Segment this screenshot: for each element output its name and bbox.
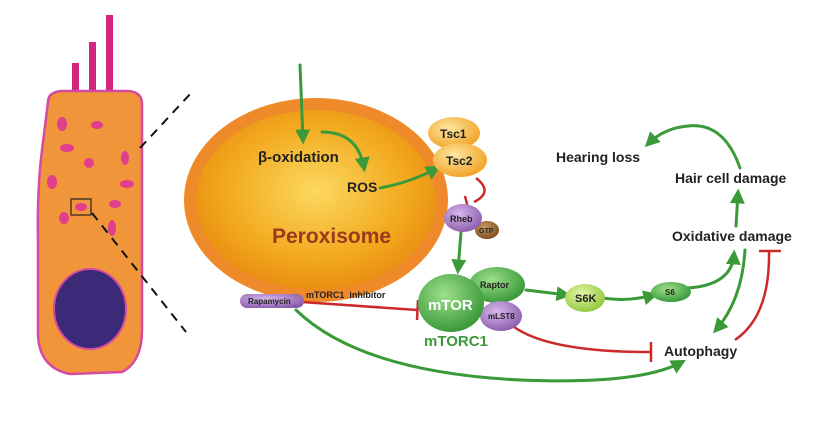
mtorc1-inhibitor-label: mTORC1 inhibitor xyxy=(306,290,386,300)
organelle xyxy=(59,212,69,224)
peroxisome xyxy=(184,98,448,302)
arrow-hair-cell-damage-to-hearing-loss xyxy=(644,124,742,170)
tsc1-label: Tsc1 xyxy=(440,127,467,141)
tsc2-node xyxy=(433,143,487,177)
autophagy-label: Autophagy xyxy=(664,343,737,359)
inhibition-lines xyxy=(301,177,781,362)
organelle xyxy=(47,175,57,189)
s6k-node xyxy=(565,284,605,312)
gtp-node xyxy=(475,221,499,239)
ros-label: ROS xyxy=(347,179,377,195)
peroxisome-label: Peroxisome xyxy=(272,225,391,248)
beta-oxidation-label: β-oxidation xyxy=(258,149,339,166)
rheb-node xyxy=(444,204,482,232)
arrow-beta-oxidation-to-ros xyxy=(320,130,370,173)
zoomed-peroxisome xyxy=(75,203,87,211)
raptor-label: Raptor xyxy=(480,280,509,290)
mlst8-node xyxy=(480,301,522,331)
nucleus-icon xyxy=(53,268,127,350)
organelle xyxy=(57,117,67,131)
s6-node xyxy=(651,282,691,302)
arrow-into-beta-oxidation xyxy=(295,63,311,145)
autophagy-inhibits-oxidative-damage xyxy=(734,251,771,342)
organelle xyxy=(109,200,121,208)
stereocilium xyxy=(72,63,79,98)
organelle xyxy=(91,121,103,129)
tsc2-inhibits-rheb xyxy=(473,177,486,204)
organelle xyxy=(120,180,134,188)
rapamycin-label: Rapamycin xyxy=(248,297,291,306)
rheb-label: Rheb xyxy=(450,214,473,224)
hearing-loss-label: Hearing loss xyxy=(556,149,640,165)
tsc2-label: Tsc2 xyxy=(446,154,473,168)
mtor-label: mTOR xyxy=(428,297,473,314)
arrow-rapamycin-to-autophagy xyxy=(294,308,686,383)
arrow-oxidative-to-hair-cell-damage xyxy=(729,188,745,228)
s6k-label: S6K xyxy=(575,293,596,305)
arrow-ros-to-tsc2 xyxy=(378,165,441,190)
mlst8-label: mLST8 xyxy=(488,312,515,321)
oxidative-damage-label: Oxidative damage xyxy=(672,228,792,244)
labels: β-oxidation ROS Peroxisome Tsc1 Tsc2 Rhe… xyxy=(248,127,792,359)
hair-cell-icon xyxy=(36,15,144,376)
activation-arrows xyxy=(294,63,747,383)
s6-label: S6 xyxy=(665,288,675,297)
arrow-rheb-to-mtor xyxy=(451,230,467,275)
organelle xyxy=(84,158,94,168)
stereocilium xyxy=(106,15,113,98)
arrow-oxidative-damage-to-autophagy xyxy=(713,248,747,334)
rapamycin-node xyxy=(240,294,304,308)
mtorc1-label: mTORC1 xyxy=(424,333,488,350)
organelle xyxy=(108,220,116,236)
arrow-s6k-to-s6 xyxy=(601,290,659,305)
raptor-node xyxy=(469,267,525,303)
arrow-raptor-to-s6k xyxy=(524,286,572,302)
gtp-label: GTP xyxy=(479,228,494,235)
organelle xyxy=(60,144,74,152)
organelle xyxy=(121,151,129,165)
mtorc1-inhibits-autophagy xyxy=(507,321,651,354)
rapamycin-inhibits-mtor xyxy=(301,300,418,312)
hair-cell-damage-label: Hair cell damage xyxy=(675,170,786,186)
zoom-box xyxy=(70,198,92,216)
arrow-s6-to-oxidative-damage xyxy=(686,249,741,290)
tsc1-node xyxy=(428,117,480,149)
stereocilium xyxy=(89,42,96,98)
zoom-line-upper xyxy=(139,91,193,149)
mtor-node xyxy=(418,274,484,332)
